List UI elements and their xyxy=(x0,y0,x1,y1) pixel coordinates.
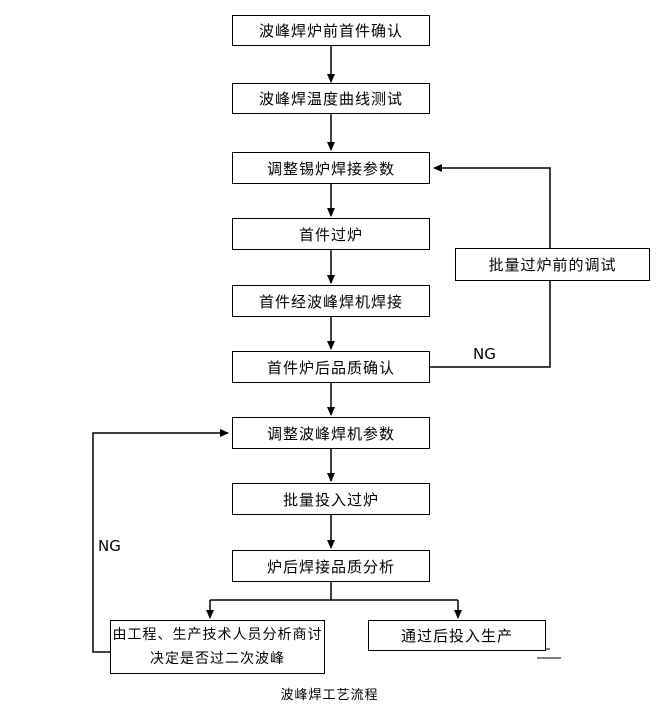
flow-node-label: 首件炉后品质确认 xyxy=(266,358,395,377)
flow-node-engineering-discussion: 由工程、生产技术人员分析商讨 决定是否过二次波峰 xyxy=(110,620,325,674)
connector-ng-left xyxy=(92,429,229,653)
ng-label-left: NG xyxy=(98,537,121,555)
flow-node-label-line1: 由工程、生产技术人员分析商讨 xyxy=(112,627,323,643)
flow-node-label: 炉后焊接品质分析 xyxy=(266,557,395,576)
flowchart-caption: 波峰焊工艺流程 xyxy=(280,688,379,703)
flow-node-first-article-through-furnace: 首件过炉 xyxy=(232,218,430,250)
flow-node-batch-input-furnace: 批量投入过炉 xyxy=(232,483,430,515)
flow-node-pre-furnace-first-article-confirm: 波峰焊炉前首件确认 xyxy=(232,15,430,46)
flow-node-pre-batch-debugging: 批量过炉前的调试 xyxy=(455,248,650,281)
flow-node-pass-into-production: 通过后投入生产 xyxy=(368,620,546,651)
flow-node-label: 批量投入过炉 xyxy=(282,490,379,509)
flow-node-adjust-wave-solder-machine-params: 调整波峰焊机参数 xyxy=(232,417,430,449)
flow-node-label: 首件经波峰焊机焊接 xyxy=(258,292,403,311)
flow-node-label-line2: 决定是否过二次波峰 xyxy=(150,651,285,667)
flow-node-post-furnace-quality-analysis: 炉后焊接品质分析 xyxy=(232,550,430,582)
flow-node-adjust-tin-furnace-params: 调整锡炉焊接参数 xyxy=(232,152,430,184)
ng-label-right: NG xyxy=(473,345,496,363)
flow-node-first-article-wave-soldered: 首件经波峰焊机焊接 xyxy=(232,285,430,317)
flow-node-label: 调整锡炉焊接参数 xyxy=(266,159,395,178)
flow-node-label: 波峰焊炉前首件确认 xyxy=(258,22,403,40)
flow-node-temperature-curve-test: 波峰焊温度曲线测试 xyxy=(232,83,430,114)
flow-node-label: 通过后投入生产 xyxy=(400,627,513,645)
flow-node-label: 首件过炉 xyxy=(298,225,363,244)
flow-node-label: 波峰焊温度曲线测试 xyxy=(258,90,403,108)
flow-node-label: 批量过炉前的调试 xyxy=(488,256,617,274)
flow-node-post-furnace-quality-confirm: 首件炉后品质确认 xyxy=(232,351,430,383)
flow-node-label: 调整波峰焊机参数 xyxy=(266,424,395,443)
